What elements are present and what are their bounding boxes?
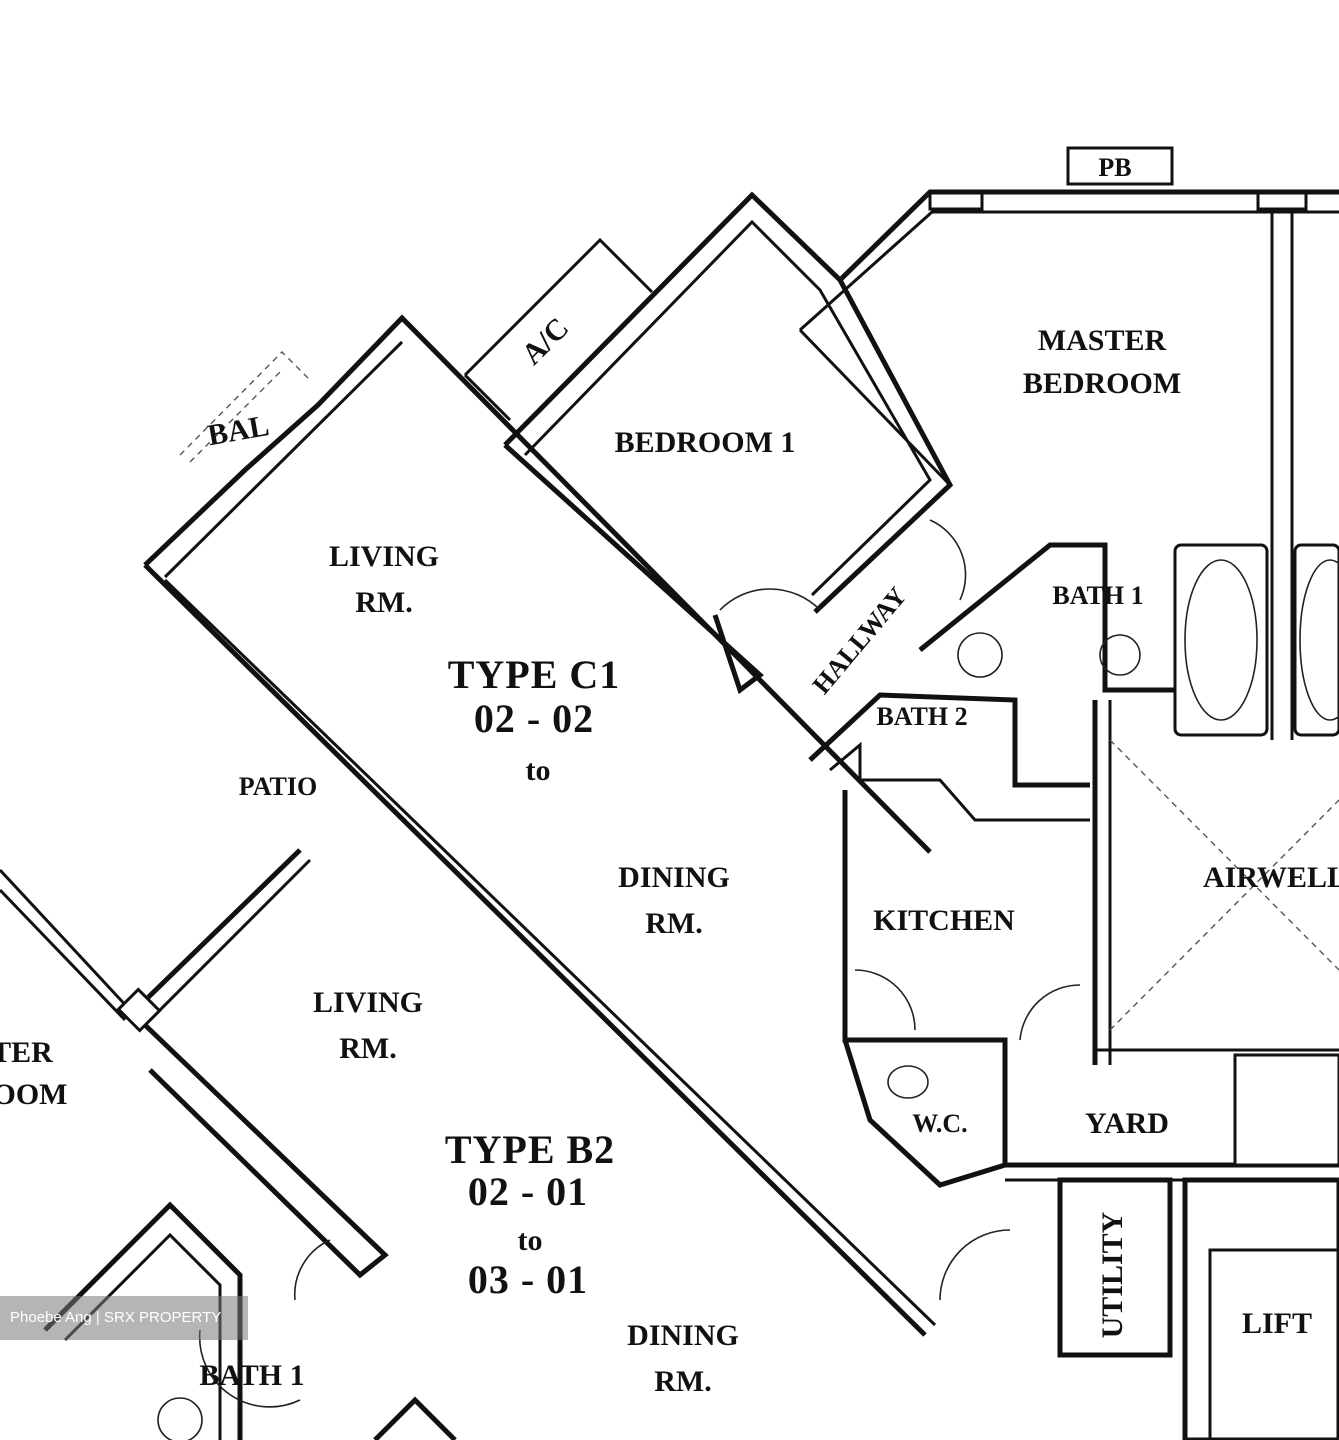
label-bath-2: BATH 2 bbox=[876, 702, 967, 731]
label-dining-b2-1: DINING bbox=[627, 1319, 739, 1352]
label-utility: UTILITY bbox=[1096, 1211, 1129, 1338]
label-bath-1-upper: BATH 1 bbox=[1052, 581, 1143, 610]
label-master-bedroom-2: BEDROOM bbox=[1023, 367, 1181, 400]
label-living-c1-2: RM. bbox=[355, 586, 412, 619]
label-patio: PATIO bbox=[239, 772, 317, 801]
label-living-b2-2: RM. bbox=[339, 1032, 396, 1065]
label-hallway: HALLWAY bbox=[807, 581, 913, 699]
unit-c1-range-to: to bbox=[526, 754, 551, 787]
unit-b2-type: TYPE B2 bbox=[445, 1127, 615, 1172]
label-living-b2-1: LIVING bbox=[313, 986, 423, 1019]
label-bath-1-lower: BATH 1 bbox=[199, 1359, 304, 1392]
unit-b2-range-start: 02 - 01 bbox=[468, 1169, 588, 1214]
service-core-walls bbox=[719, 519, 1339, 1440]
label-master-bedroom-1: MASTER bbox=[1038, 324, 1167, 357]
label-dining-b2-2: RM. bbox=[654, 1365, 711, 1398]
label-yard: YARD bbox=[1085, 1107, 1169, 1140]
label-master-left-2: OOM bbox=[0, 1078, 68, 1111]
unit-b2-range-to: to bbox=[518, 1224, 543, 1257]
label-airwell: AIRWELL bbox=[1203, 861, 1339, 894]
label-master-left-1: TER bbox=[0, 1036, 53, 1069]
watermark-badge: Phoebe Ang | SRX PROPERTY bbox=[0, 1296, 248, 1340]
unit-b2-walls bbox=[0, 848, 457, 1440]
label-dining-c1-2: RM. bbox=[645, 907, 702, 940]
label-dining-c1-1: DINING bbox=[618, 861, 730, 894]
label-wc: W.C. bbox=[912, 1109, 967, 1138]
label-kitchen: KITCHEN bbox=[873, 904, 1015, 937]
label-bedroom-1: BEDROOM 1 bbox=[615, 426, 796, 459]
unit-b2-range-end: 03 - 01 bbox=[468, 1257, 588, 1302]
unit-labels: TYPE C1 02 - 02 to TYPE B2 02 - 01 to 03… bbox=[445, 652, 621, 1302]
unit-c1-range-start: 02 - 02 bbox=[474, 696, 594, 741]
unit-c1-type: TYPE C1 bbox=[448, 652, 621, 697]
label-balcony: BAL bbox=[205, 409, 271, 452]
label-ac: A/C bbox=[515, 311, 575, 371]
label-lift: LIFT bbox=[1242, 1307, 1312, 1340]
unit-c1-walls bbox=[143, 146, 1339, 1337]
label-pb: PB bbox=[1098, 153, 1131, 182]
label-living-c1-1: LIVING bbox=[329, 540, 439, 573]
room-labels: PB MASTER BEDROOM A/C BEDROOM 1 BAL LIVI… bbox=[0, 153, 1339, 1398]
